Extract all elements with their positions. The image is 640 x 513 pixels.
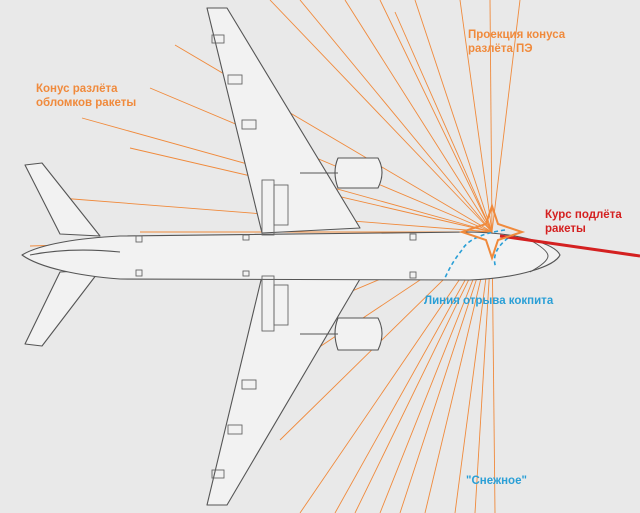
missile-course-line — [499, 234, 640, 258]
aircraft-airframe — [21, 7, 561, 506]
cone-ray — [149, 87, 493, 233]
cone-ray — [414, 0, 493, 233]
wing-panels — [135, 34, 417, 479]
cone-ray — [379, 0, 493, 233]
lower-stabilizer — [24, 269, 101, 347]
fuselage — [21, 231, 561, 281]
pe-cone-projection-label: Проекция конуса разлёта ПЭ — [468, 29, 566, 55]
cone-ray — [491, 0, 521, 233]
cockpit-windows — [529, 239, 549, 273]
tail-cone — [29, 249, 121, 256]
debris-cone-label: Конус разлёта обломков ракеты — [36, 83, 137, 109]
cone-ray — [394, 11, 493, 233]
burst-star — [458, 202, 526, 262]
cone-ray — [269, 0, 493, 233]
lower-engine — [334, 317, 383, 351]
location-label: "Снежное" — [466, 475, 527, 487]
upper-stabilizer — [24, 162, 101, 237]
cone-ray — [344, 0, 493, 233]
debris-cone-lines — [29, 0, 521, 513]
missile-course-label: Курс подлёта ракеты — [545, 209, 622, 235]
cone-ray — [299, 0, 493, 233]
lower-wing — [206, 275, 361, 506]
cone-ray — [489, 0, 493, 233]
upper-wing — [206, 7, 361, 234]
cockpit-separation-label: Линия отрыва кокпита — [424, 295, 554, 307]
cone-ray — [459, 0, 493, 233]
upper-engine — [334, 157, 383, 189]
cockpit-separation-line — [444, 229, 509, 279]
